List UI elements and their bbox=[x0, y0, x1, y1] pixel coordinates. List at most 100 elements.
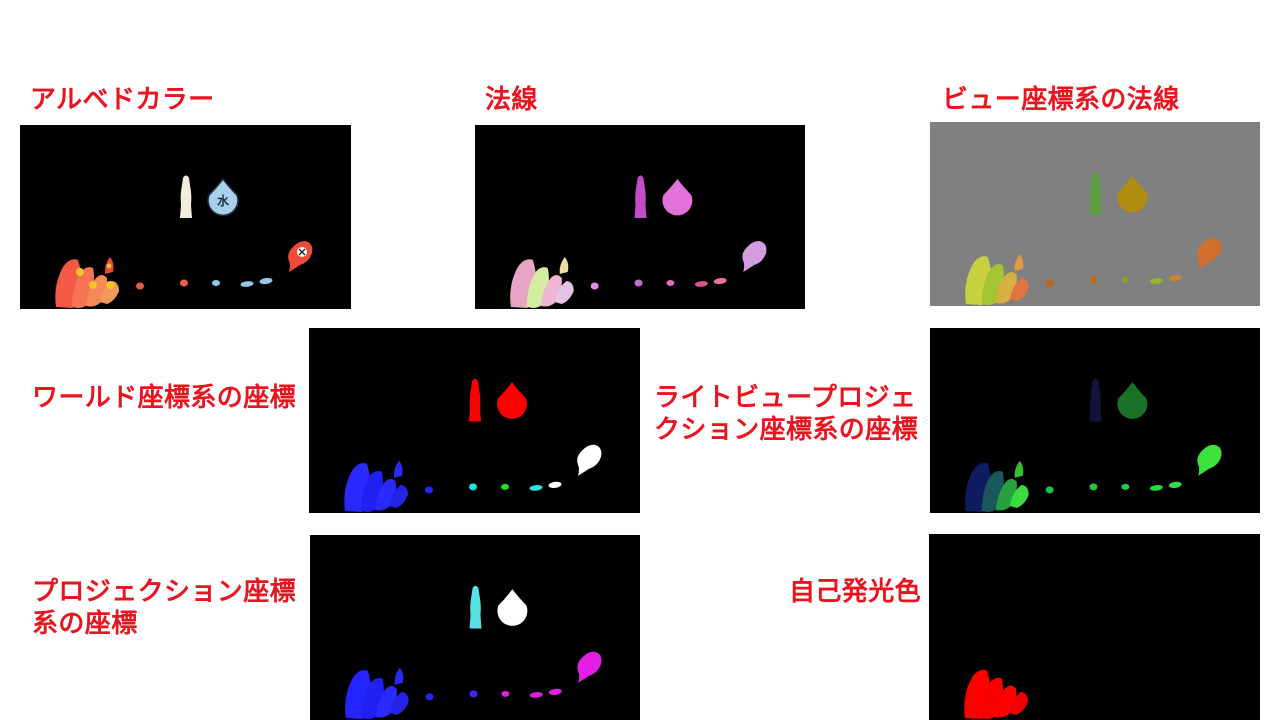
label-line: ビュー座標系の法線 bbox=[942, 85, 1180, 115]
badge-mark bbox=[106, 263, 112, 269]
water-drop bbox=[497, 382, 527, 419]
label-line: クション座標系の座標 bbox=[654, 415, 919, 445]
trail-piece bbox=[212, 280, 220, 286]
trail-piece bbox=[1121, 691, 1129, 697]
label-line: 法線 bbox=[485, 85, 538, 115]
albedo-color-render: 水 bbox=[20, 125, 351, 309]
trail-piece bbox=[501, 690, 510, 697]
blob-cluster-piece bbox=[389, 691, 409, 715]
water-drop bbox=[1117, 176, 1148, 213]
trail-piece bbox=[694, 281, 708, 287]
trail-piece bbox=[634, 279, 643, 287]
scene-objects bbox=[345, 585, 602, 719]
albedo-color-label: アルベドカラー bbox=[30, 84, 215, 116]
trail-piece bbox=[590, 282, 599, 290]
flame-blob bbox=[1197, 444, 1222, 476]
water-drop bbox=[1117, 382, 1148, 419]
light-view-projection-position-label: ライトビュープロジェ クション座標系の座標 bbox=[654, 382, 918, 446]
label-line: ワールド座標系の座標 bbox=[32, 383, 297, 413]
trail-piece bbox=[1168, 274, 1182, 282]
trail-piece bbox=[425, 693, 434, 701]
scene-objects bbox=[965, 378, 1222, 512]
water-drop bbox=[1117, 589, 1147, 626]
albedo-scene: 水 bbox=[55, 175, 313, 308]
character-figure bbox=[1089, 585, 1101, 628]
trail-piece bbox=[1045, 693, 1053, 700]
trail-piece bbox=[136, 282, 144, 290]
trail-piece bbox=[548, 688, 562, 695]
emissive-scene bbox=[964, 585, 1221, 719]
badge-mark bbox=[89, 281, 97, 289]
water-drop bbox=[207, 177, 239, 217]
trail-piece bbox=[240, 281, 254, 287]
projection-scene bbox=[345, 585, 602, 719]
badge-mark bbox=[76, 268, 84, 276]
light-view-scene bbox=[965, 378, 1222, 512]
blob-cluster-piece bbox=[554, 281, 574, 304]
flame-badge bbox=[1206, 657, 1216, 667]
trail-piece bbox=[1045, 279, 1054, 287]
normal-scene bbox=[510, 175, 767, 308]
flame-blob bbox=[742, 241, 767, 272]
trail-piece bbox=[713, 277, 727, 285]
trail-piece bbox=[1149, 484, 1163, 491]
trail-piece bbox=[1089, 483, 1098, 491]
water-drop bbox=[662, 179, 693, 216]
blob-cluster-piece bbox=[1009, 691, 1028, 715]
projection-position-label: プロジェクション座標 系の座標 bbox=[32, 576, 296, 640]
blob-cluster-piece bbox=[394, 667, 404, 685]
drop-glyph: 水 bbox=[217, 193, 230, 208]
label-line: 自己発光色 bbox=[789, 577, 922, 607]
blob-cluster-piece bbox=[1014, 667, 1023, 684]
label-line: アルベドカラー bbox=[30, 85, 215, 115]
trail-piece bbox=[548, 481, 562, 488]
normal-render bbox=[475, 125, 805, 309]
character-figure bbox=[469, 585, 482, 629]
label-line: プロジェクション座標 bbox=[32, 577, 297, 607]
scene-objects bbox=[344, 378, 602, 512]
trail-piece bbox=[1045, 486, 1054, 494]
character-figure bbox=[1089, 378, 1102, 422]
scene-objects bbox=[965, 172, 1222, 305]
flame-blob bbox=[1197, 238, 1222, 269]
character-figure bbox=[469, 378, 481, 422]
trail-piece bbox=[1121, 277, 1130, 283]
scene-objects bbox=[964, 585, 1221, 719]
trail-piece bbox=[529, 691, 543, 698]
world-position-label: ワールド座標系の座標 bbox=[32, 382, 296, 414]
blob-cluster-piece bbox=[1009, 484, 1029, 508]
label-line: ライトビュープロジェ bbox=[654, 383, 917, 413]
character-figure bbox=[1089, 172, 1102, 215]
blob-cluster-piece bbox=[100, 281, 119, 304]
trail-piece bbox=[259, 277, 273, 285]
trail-piece bbox=[469, 483, 477, 491]
scene-objects bbox=[510, 175, 767, 308]
trail-piece bbox=[1168, 481, 1182, 488]
blob-cluster-piece bbox=[1014, 254, 1024, 271]
badge-mark bbox=[1016, 674, 1021, 679]
flame-blob bbox=[1197, 651, 1221, 682]
world-position-scene bbox=[344, 378, 602, 512]
scene-objects: 水 bbox=[55, 175, 313, 308]
view-space-normal-label: ビュー座標系の法線 bbox=[942, 84, 1180, 116]
trail-piece bbox=[1089, 276, 1098, 284]
trail-piece bbox=[666, 280, 675, 286]
trail-piece bbox=[425, 486, 433, 494]
trail-piece bbox=[1149, 691, 1163, 698]
trail-piece bbox=[501, 483, 509, 490]
emissive-color-render bbox=[929, 534, 1260, 720]
badge-mark bbox=[106, 281, 114, 289]
character-figure bbox=[634, 175, 647, 218]
water-drop bbox=[497, 589, 528, 626]
view-normal-scene bbox=[965, 172, 1222, 305]
trail-piece bbox=[469, 690, 478, 698]
trail-piece bbox=[1121, 483, 1130, 490]
label-line: 系の座標 bbox=[32, 609, 138, 639]
view-space-normal-render bbox=[930, 122, 1260, 306]
world-position-render bbox=[309, 328, 640, 513]
flame-blob bbox=[577, 651, 602, 683]
trail-piece bbox=[529, 484, 543, 491]
emissive-color-label: 自己発光色 bbox=[789, 576, 921, 608]
blob-cluster-piece bbox=[393, 460, 403, 478]
trail-piece bbox=[1149, 278, 1163, 284]
